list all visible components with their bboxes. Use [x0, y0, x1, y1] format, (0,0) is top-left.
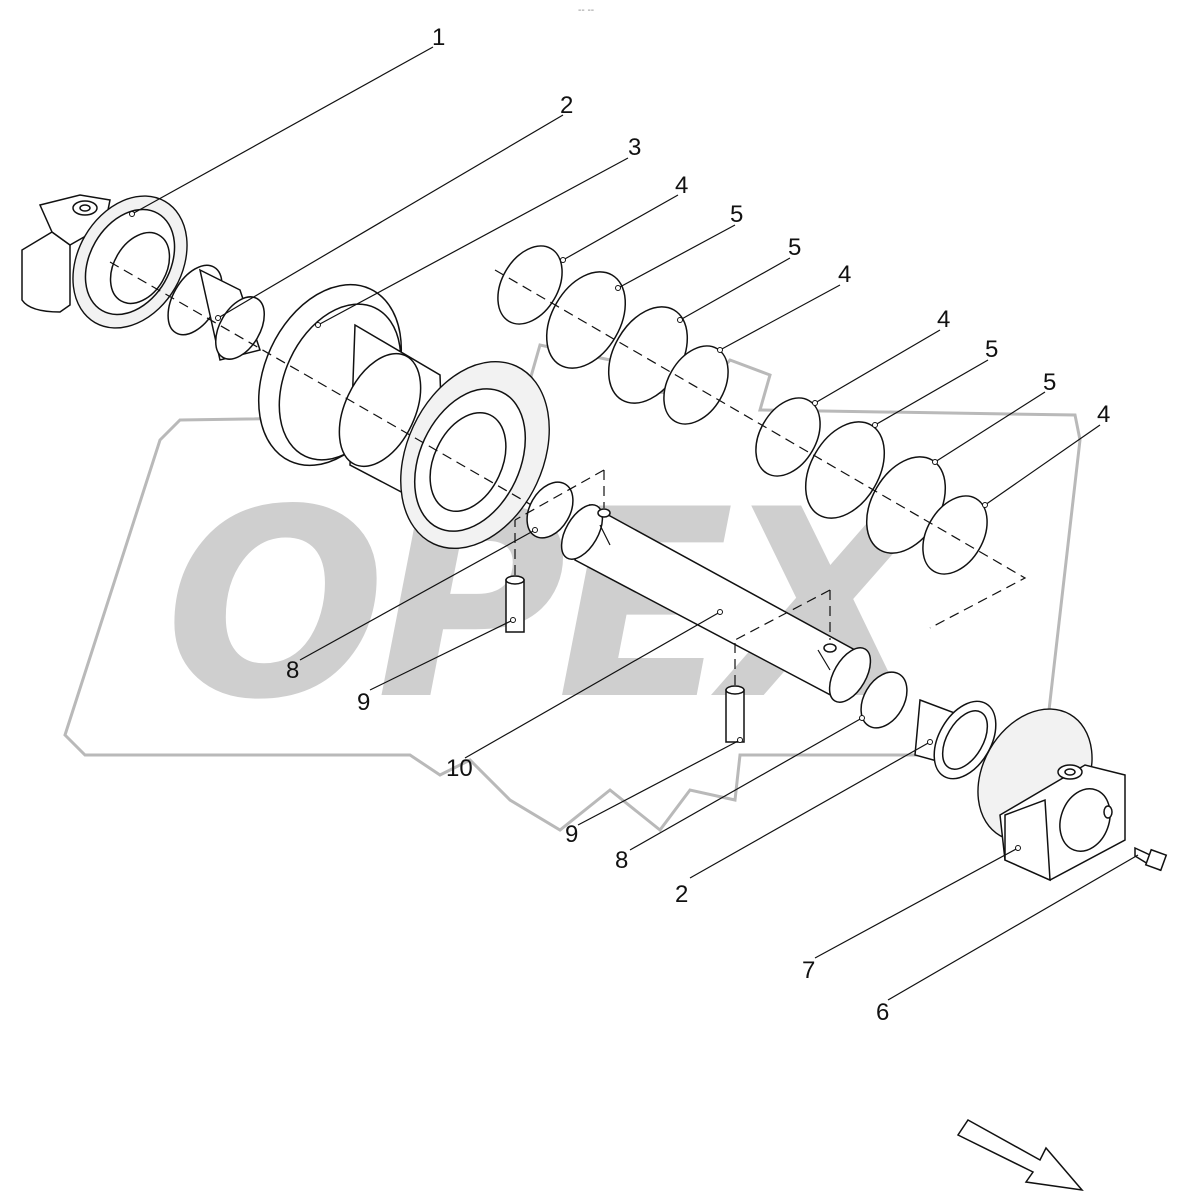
- callout-2: 2: [675, 881, 688, 908]
- top-mark: -- --: [578, 5, 594, 16]
- callout-5: 5: [1043, 369, 1056, 396]
- callout-4: 4: [838, 261, 851, 288]
- center-axis-line: [494, 269, 1027, 629]
- callout-5: 5: [985, 336, 998, 363]
- callout-4: 4: [937, 306, 950, 333]
- callout-3: 3: [628, 134, 641, 161]
- seal-rings-upper: [497, 245, 988, 575]
- callout-2: 2: [560, 92, 573, 119]
- callout-8: 8: [286, 657, 299, 684]
- left-o-ring: [526, 481, 574, 539]
- shaft: [560, 503, 872, 703]
- callout-5: 5: [730, 201, 743, 228]
- callouts: 1 2 3 4 5 5 4 4 5 5 4 8 9 10 9 8 2 7 6: [286, 24, 1110, 1026]
- leader-lines: [131, 46, 1139, 1001]
- callout-10: 10: [446, 755, 473, 782]
- callout-6: 6: [876, 999, 889, 1026]
- callout-8: 8: [615, 847, 628, 874]
- left-pin: [505, 575, 525, 633]
- bolt: [1134, 846, 1168, 872]
- right-bearing-housing: [977, 708, 1126, 882]
- right-o-ring: [860, 671, 908, 729]
- callout-9: 9: [565, 821, 578, 848]
- direction-arrow-icon: [956, 1119, 1084, 1192]
- right-pin: [725, 685, 745, 743]
- callout-4: 4: [1097, 401, 1110, 428]
- right-pin-guide: [734, 589, 831, 685]
- callout-4: 4: [675, 172, 688, 199]
- leader-dots: [129, 211, 1021, 851]
- left-bearing-housing: [21, 194, 188, 329]
- callout-5: 5: [788, 234, 801, 261]
- callout-9: 9: [357, 689, 370, 716]
- left-pin-guide: [514, 469, 605, 575]
- roller-wheel: [257, 283, 550, 550]
- left-bushing: [167, 264, 266, 361]
- right-bushing: [914, 698, 997, 780]
- callout-7: 7: [802, 957, 815, 984]
- left-axis-line: [109, 261, 541, 511]
- callout-1: 1: [432, 24, 445, 51]
